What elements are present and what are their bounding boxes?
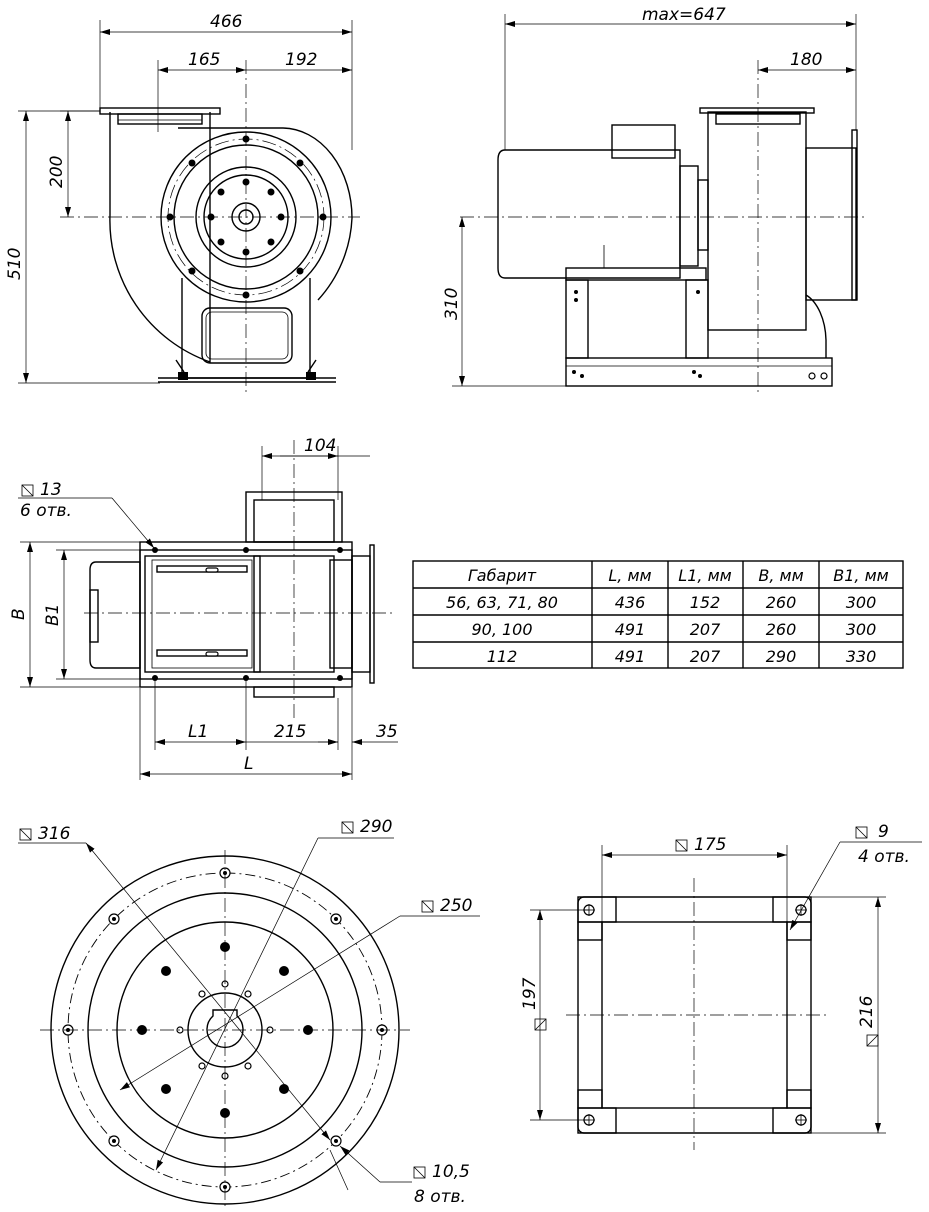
dim-165: 165 bbox=[188, 50, 220, 70]
dim-L1: L1 bbox=[188, 722, 208, 742]
dim-180: 180 bbox=[790, 50, 822, 70]
dim-290: 290 bbox=[360, 817, 392, 837]
dim-197: 197 bbox=[520, 977, 540, 1010]
th-B: B, мм bbox=[758, 566, 803, 585]
dim-466: 466 bbox=[210, 12, 243, 32]
size-table: Габарит L, мм L1, мм B, мм B1, мм 56, 63… bbox=[412, 560, 904, 669]
dim-max-647: max=647 bbox=[642, 5, 726, 25]
table-row: 90, 100 491 207 260 300 bbox=[471, 620, 876, 639]
table-cell: 330 bbox=[846, 647, 877, 666]
table-cell: 152 bbox=[690, 593, 721, 612]
dim-hole-9: 9 bbox=[878, 822, 889, 842]
dim-200: 200 bbox=[47, 156, 67, 188]
dim-L: L bbox=[244, 754, 253, 774]
table-cell: 300 bbox=[846, 593, 877, 612]
table-row: 112 491 207 290 330 bbox=[487, 647, 877, 666]
table-row: 56, 63, 71, 80 436 152 260 300 bbox=[446, 593, 876, 612]
table-cell: 436 bbox=[615, 593, 646, 612]
front-view: 466 165 192 200 510 bbox=[5, 12, 360, 392]
hole-count-4: 4 отв. bbox=[858, 847, 910, 867]
th-L1: L1, мм bbox=[678, 566, 731, 585]
side-view: max=647 180 310 bbox=[442, 5, 866, 395]
table-cell: 260 bbox=[766, 593, 797, 612]
dim-192: 192 bbox=[285, 50, 317, 70]
flange-view: 316 290 250 10,5 8 отв. bbox=[18, 817, 480, 1210]
dim-215: 215 bbox=[274, 722, 306, 742]
dim-316: 316 bbox=[38, 824, 71, 844]
th-B1: B1, мм bbox=[833, 566, 888, 585]
hole-count-6: 6 отв. bbox=[20, 501, 72, 521]
table-cell: 491 bbox=[615, 620, 646, 639]
dim-104: 104 bbox=[304, 436, 336, 456]
table-cell: 90, 100 bbox=[471, 620, 532, 639]
dim-510: 510 bbox=[5, 248, 25, 280]
th-L: L, мм bbox=[608, 566, 651, 585]
table-cell: 207 bbox=[690, 647, 721, 666]
dim-310: 310 bbox=[442, 288, 462, 320]
dim-216: 216 bbox=[857, 995, 877, 1028]
table-cell: 207 bbox=[690, 620, 721, 639]
dim-hole-13: 13 bbox=[40, 480, 62, 500]
table-cell: 112 bbox=[487, 647, 518, 666]
dim-B1: B1 bbox=[43, 604, 63, 626]
dim-175: 175 bbox=[694, 835, 726, 855]
dim-hole-10-5: 10,5 bbox=[432, 1162, 470, 1182]
table-cell: 491 bbox=[615, 647, 646, 666]
table-cell: 260 bbox=[766, 620, 797, 639]
table-cell: 290 bbox=[766, 647, 797, 666]
outlet-view: 175 9 4 отв. 197 216 bbox=[520, 822, 922, 1150]
dim-B: B bbox=[9, 608, 29, 620]
dim-250: 250 bbox=[440, 896, 472, 916]
hole-count-8: 8 отв. bbox=[414, 1187, 466, 1207]
table-cell: 56, 63, 71, 80 bbox=[446, 593, 558, 612]
table-header-row: Габарит L, мм L1, мм B, мм B1, мм bbox=[468, 566, 889, 585]
plan-view: 104 13 6 отв. B B1 L1 215 35 L bbox=[9, 436, 398, 780]
table-cell: 300 bbox=[846, 620, 877, 639]
dim-35: 35 bbox=[376, 722, 398, 742]
th-gabarit: Габарит bbox=[468, 566, 537, 585]
